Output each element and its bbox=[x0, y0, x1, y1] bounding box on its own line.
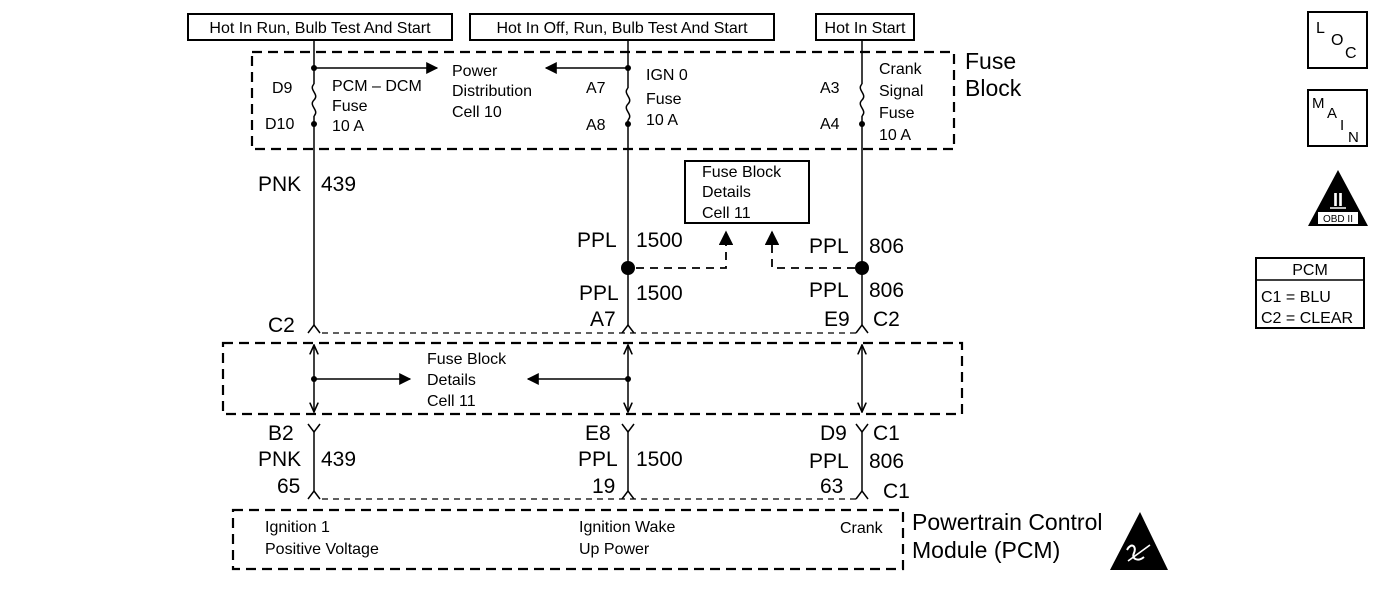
wire-pnk-439 bbox=[311, 52, 439, 325]
pcm-title-1: Powertrain Control bbox=[912, 509, 1102, 535]
fuse-a7-pin: A7 bbox=[586, 80, 606, 97]
pcm-dcm-fuse-label-2: Fuse bbox=[332, 98, 368, 115]
pcm-wake-2: Up Power bbox=[579, 541, 650, 558]
svg-text:C: C bbox=[1345, 45, 1357, 62]
svg-text:N: N bbox=[1348, 129, 1359, 146]
power-distribution-2: Distribution bbox=[452, 83, 532, 100]
power-distribution-3: Cell 10 bbox=[452, 104, 502, 121]
obd-ii-icon[interactable]: II OBD II bbox=[1308, 170, 1368, 226]
power-distribution-1: Power bbox=[452, 63, 498, 80]
pcm-dcm-fuse-label-1: PCM – DCM bbox=[332, 78, 422, 95]
svg-text:PCM: PCM bbox=[1292, 262, 1328, 279]
wire-ppl-1500 bbox=[544, 52, 631, 325]
svg-text:Hot In Start: Hot In Start bbox=[825, 20, 906, 37]
pcm-ignition1-2: Positive Voltage bbox=[265, 541, 379, 558]
details-top-1: Fuse Block bbox=[702, 164, 782, 181]
circuit-1500-upper: 1500 bbox=[636, 229, 683, 252]
splice-1500 bbox=[621, 261, 635, 275]
crank-fuse-label-4: 10 A bbox=[879, 127, 911, 144]
fuse-d10-pin: D10 bbox=[265, 116, 294, 133]
circuit-806-lower: 806 bbox=[869, 450, 904, 473]
fuse-a3-pin: A3 bbox=[820, 80, 840, 97]
circuit-806-upper: 806 bbox=[869, 235, 904, 258]
svg-text:Hot In Off, Run, Bulb Test And: Hot In Off, Run, Bulb Test And Start bbox=[496, 20, 748, 37]
ppl-label-mid-806: PPL bbox=[809, 279, 849, 302]
details-top-2: Details bbox=[702, 184, 751, 201]
pcm-c1-label: C1 bbox=[883, 480, 910, 503]
svg-text:M: M bbox=[1312, 95, 1325, 112]
fuse-d9-pin: D9 bbox=[272, 80, 293, 97]
fuse-a4-pin: A4 bbox=[820, 116, 840, 133]
pcm-wake-1: Ignition Wake bbox=[579, 519, 675, 536]
details-mid-2: Details bbox=[427, 372, 476, 389]
pcm-crank: Crank bbox=[840, 520, 884, 537]
c1-label: C1 bbox=[873, 422, 900, 445]
pcm-pin-65: 65 bbox=[277, 475, 300, 498]
c2-pin-e9: E9 bbox=[824, 308, 850, 331]
header-off-run-bulb-start: Hot In Off, Run, Bulb Test And Start bbox=[469, 13, 775, 41]
circuit-439-lower: 439 bbox=[321, 448, 356, 471]
ign0-fuse-label-3: 10 A bbox=[646, 112, 678, 129]
svg-text:I: I bbox=[1340, 117, 1344, 134]
fuse-a8-pin: A8 bbox=[586, 117, 606, 134]
svg-text:Hot In Run, Bulb Test And Star: Hot In Run, Bulb Test And Start bbox=[209, 20, 431, 37]
splice-806 bbox=[855, 261, 869, 275]
pcm-ignition1-1: Ignition 1 bbox=[265, 519, 330, 536]
c1-pin-b2: B2 bbox=[268, 422, 294, 445]
circuit-1500-lower: 1500 bbox=[636, 448, 683, 471]
fuse-block-title-1: Fuse bbox=[965, 48, 1016, 74]
header-start: Hot In Start bbox=[815, 13, 915, 41]
header-run-bulb-start: Hot In Run, Bulb Test And Start bbox=[187, 13, 453, 41]
svg-text:A: A bbox=[1327, 105, 1337, 122]
svg-text:L: L bbox=[1316, 20, 1325, 37]
details-mid-3: Cell 11 bbox=[427, 393, 476, 410]
circuit-806-mid: 806 bbox=[869, 279, 904, 302]
svg-text:O: O bbox=[1331, 32, 1343, 49]
ign0-fuse-label-2: Fuse bbox=[646, 91, 682, 108]
details-top-3: Cell 11 bbox=[702, 205, 751, 222]
fuse-block-title-2: Block bbox=[965, 75, 1022, 101]
svg-text:C2 = CLEAR: C2 = CLEAR bbox=[1261, 310, 1353, 327]
pcm-outline bbox=[231, 508, 905, 571]
crank-fuse-label-1: Crank bbox=[879, 61, 923, 78]
pcm-connector-legend: PCM C1 = BLU C2 = CLEAR bbox=[1255, 257, 1365, 329]
svg-text:OBD II: OBD II bbox=[1323, 214, 1353, 225]
pnk-label-lower: PNK bbox=[258, 448, 301, 471]
c1-pin-d9: D9 bbox=[820, 422, 847, 445]
c2-right-label: C2 bbox=[873, 308, 900, 331]
details-mid-1: Fuse Block bbox=[427, 351, 507, 368]
ign0-fuse-label-1: IGN 0 bbox=[646, 67, 688, 84]
c2-left-label: C2 bbox=[268, 314, 295, 337]
ppl-label-lower-806: PPL bbox=[809, 450, 849, 473]
c2-pin-a7: A7 bbox=[590, 308, 616, 331]
pcm-dcm-fuse-label-3: 10 A bbox=[332, 118, 364, 135]
circuit-1500-mid: 1500 bbox=[636, 282, 683, 305]
crank-fuse-label-3: Fuse bbox=[879, 105, 915, 122]
ppl-label-mid-1500: PPL bbox=[579, 282, 619, 305]
esd-warning-icon bbox=[1110, 512, 1168, 570]
details-mid-outline bbox=[221, 341, 964, 416]
ppl-label-upper-806: PPL bbox=[809, 235, 849, 258]
wire-ppl-806 bbox=[859, 52, 865, 325]
main-icon[interactable]: M A I N bbox=[1307, 89, 1368, 147]
c1-pin-e8: E8 bbox=[585, 422, 611, 445]
circuit-439-upper: 439 bbox=[321, 173, 356, 196]
ppl-label-lower-1500: PPL bbox=[578, 448, 618, 471]
pnk-label-upper: PNK bbox=[258, 173, 301, 196]
crank-fuse-label-2: Signal bbox=[879, 83, 923, 100]
pcm-pin-19: 19 bbox=[592, 475, 615, 498]
pcm-pin-63: 63 bbox=[820, 475, 843, 498]
svg-text:II: II bbox=[1333, 190, 1343, 210]
loc-icon[interactable]: L O C bbox=[1307, 11, 1368, 69]
pcm-title-2: Module (PCM) bbox=[912, 537, 1060, 563]
ppl-label-upper-1500: PPL bbox=[577, 229, 617, 252]
svg-text:C1 = BLU: C1 = BLU bbox=[1261, 289, 1331, 306]
